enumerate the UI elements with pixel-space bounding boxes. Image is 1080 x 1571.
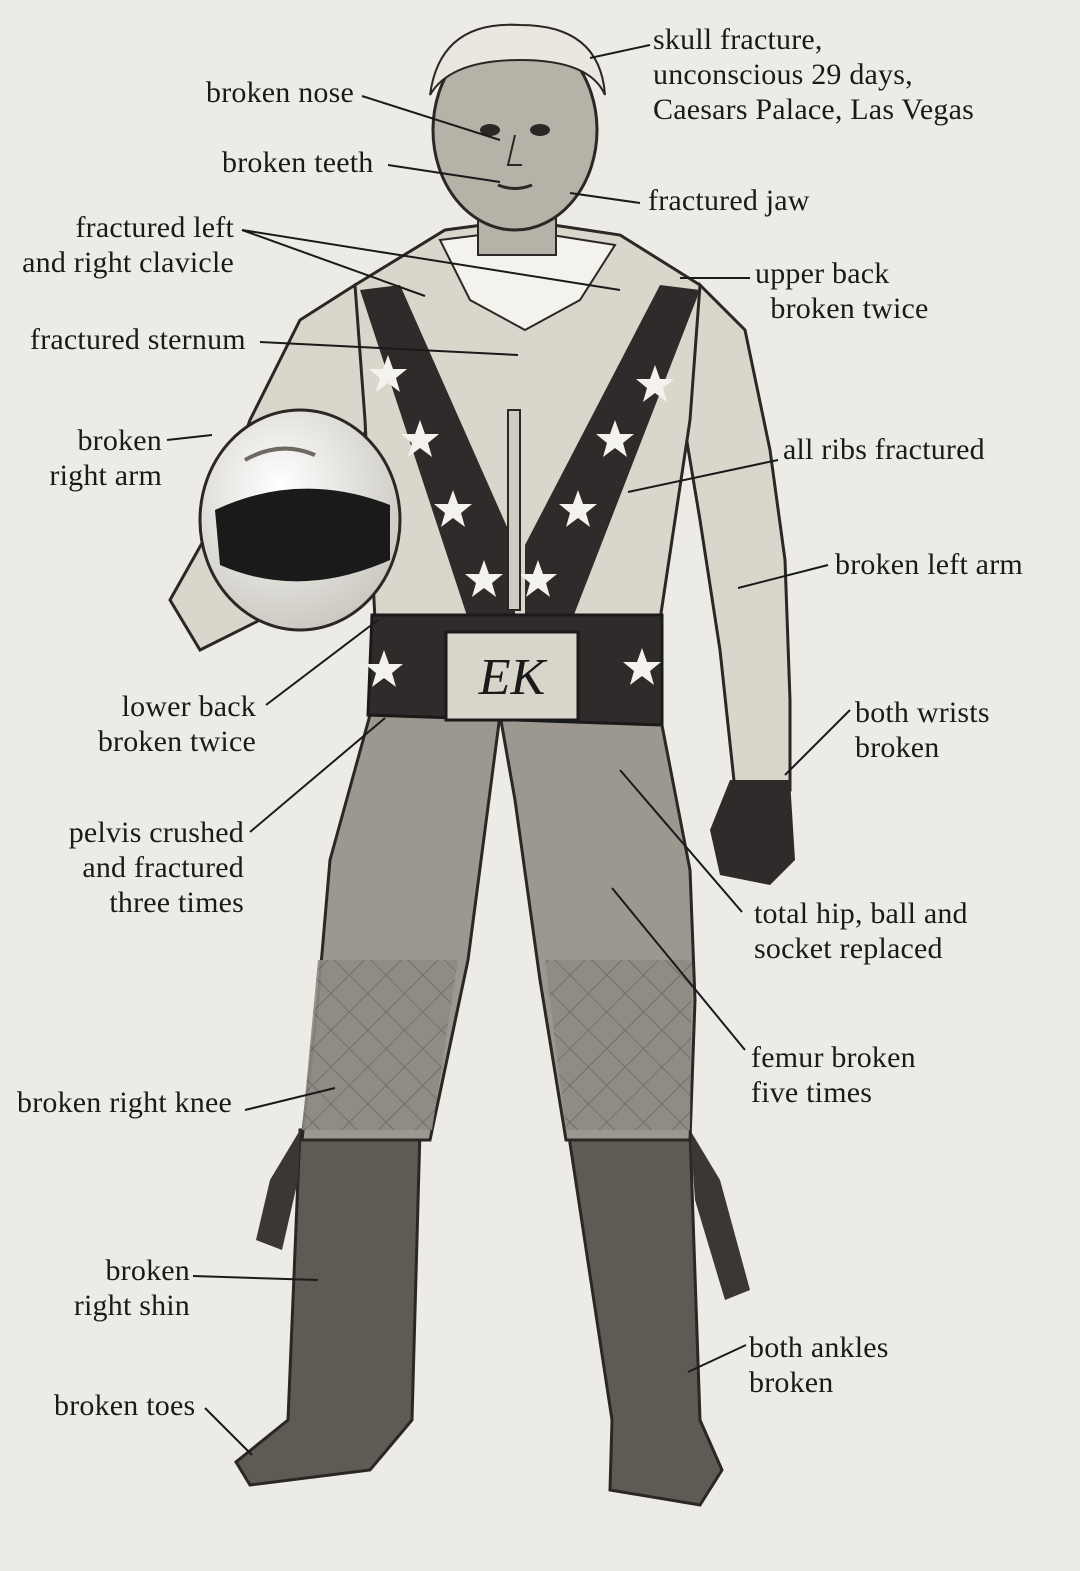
label-skull-fracture: skull fracture, unconscious 29 days, Cae… bbox=[653, 23, 974, 126]
label-femur: femur broken five times bbox=[751, 1041, 916, 1109]
leader-teeth bbox=[387, 164, 501, 183]
leader-femur bbox=[611, 887, 746, 1051]
head bbox=[429, 23, 606, 256]
jacket bbox=[353, 218, 702, 625]
hair bbox=[429, 23, 606, 96]
label-both-ankles: both ankles broken bbox=[749, 1331, 889, 1399]
label-total-hip: total hip, ball and socket replaced bbox=[754, 897, 968, 965]
helmet bbox=[198, 408, 402, 632]
leader-wrists bbox=[784, 709, 851, 776]
label-both-wrists: both wrists broken bbox=[855, 696, 990, 764]
leader-nose bbox=[361, 95, 501, 141]
belt-initials: EK bbox=[478, 649, 548, 706]
leader-ribs bbox=[627, 459, 779, 493]
label-fractured-clavicle: fractured left and right clavicle bbox=[22, 211, 234, 279]
label-broken-right-knee: broken right knee bbox=[17, 1086, 232, 1119]
leader-ankles bbox=[687, 1344, 747, 1373]
label-broken-right-shin: broken right shin bbox=[73, 1254, 190, 1322]
leader-lines bbox=[166, 44, 851, 1456]
label-broken-nose: broken nose bbox=[206, 76, 354, 109]
belt-buckle bbox=[444, 630, 580, 722]
right-boot bbox=[234, 1128, 422, 1487]
leader-pelvis bbox=[249, 717, 386, 833]
leader-hip bbox=[619, 769, 743, 913]
leader-jaw bbox=[569, 192, 641, 204]
label-fractured-jaw: fractured jaw bbox=[648, 184, 810, 217]
label-fractured-sternum: fractured sternum bbox=[30, 323, 246, 356]
leader-clavicle-right bbox=[241, 229, 426, 297]
label-broken-left-arm: broken left arm bbox=[835, 548, 1023, 581]
left-boot bbox=[566, 1128, 750, 1507]
label-broken-teeth: broken teeth bbox=[222, 146, 374, 179]
belt: EK bbox=[365, 613, 664, 727]
label-pelvis: pelvis crushed and fractured three times bbox=[68, 816, 244, 919]
label-lower-back: lower back broken twice bbox=[97, 690, 256, 758]
label-upper-back: upper back broken twice bbox=[755, 257, 929, 325]
leader-knee bbox=[244, 1087, 336, 1111]
leader-left-arm bbox=[737, 564, 829, 589]
leader-lower-back bbox=[265, 619, 379, 706]
leader-toes bbox=[204, 1407, 253, 1456]
leader-sternum bbox=[259, 341, 519, 356]
leader-skull bbox=[589, 44, 651, 59]
leader-right-arm bbox=[166, 434, 213, 441]
legs bbox=[300, 713, 697, 1142]
label-broken-toes: broken toes bbox=[54, 1389, 196, 1422]
star-trim bbox=[369, 355, 674, 597]
label-all-ribs: all ribs fractured bbox=[783, 433, 985, 466]
label-broken-right-arm: broken right arm bbox=[49, 424, 162, 492]
leader-shin bbox=[192, 1275, 319, 1281]
leader-clavicle-left bbox=[241, 229, 621, 291]
